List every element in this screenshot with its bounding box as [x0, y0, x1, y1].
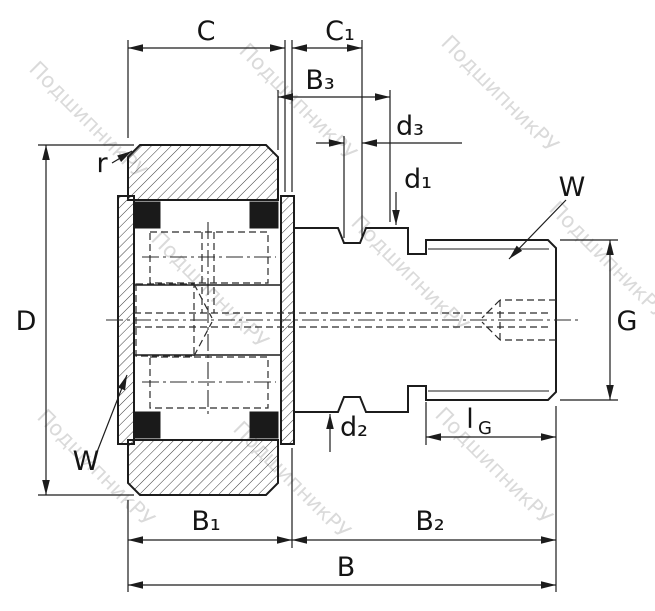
dim-label-D: D [16, 306, 37, 337]
dim-label-C1: C₁ [325, 16, 355, 47]
roller-outer-ring [127, 144, 279, 496]
dim-label-r: r [96, 148, 108, 179]
dim-label-G: G [617, 306, 638, 337]
dim-label-lG-sub: G [478, 418, 492, 439]
dim-label-C: C [197, 16, 216, 47]
leader-W-top [508, 199, 567, 260]
watermark-text: ПодшипникРУ [544, 197, 655, 324]
stud-raceway [133, 284, 282, 356]
thread-root-lines [428, 248, 549, 392]
dim-label-lG-main: l [466, 404, 474, 435]
ring-section-top [127, 144, 279, 201]
seals [133, 201, 279, 439]
dim-label-d2: d₂ [340, 412, 368, 443]
ring-section-bottom [127, 439, 279, 496]
needle-rollers [142, 222, 276, 418]
dim-label-B: B [337, 552, 356, 583]
dim-label-B2: B₂ [415, 506, 444, 537]
dim-label-d1: d₁ [404, 164, 432, 195]
dim-label-B3: B₃ [305, 65, 334, 96]
leader-r [111, 150, 133, 164]
seal [133, 201, 161, 229]
dimension-labels: C C₁ B₃ d₃ d₁ r D W G d₂ W l G B₁ B₂ B [16, 16, 638, 583]
dim-label-W-bottom: W [73, 446, 100, 477]
dim-label-d3: d₃ [396, 111, 424, 142]
watermark-text: ПодшипникРУ [436, 31, 563, 158]
seal [133, 411, 161, 439]
dim-label-B1: B₁ [191, 506, 220, 537]
seal [249, 201, 279, 229]
seal [249, 411, 279, 439]
extension-lines [38, 40, 618, 592]
watermark-text: ПодшипникРУ [146, 227, 273, 354]
watermark-text: ПодшипникРУ [430, 403, 557, 530]
dimension-lines [42, 44, 614, 589]
leader-W-bottom [96, 374, 128, 453]
dim-label-W-top: W [559, 172, 586, 203]
